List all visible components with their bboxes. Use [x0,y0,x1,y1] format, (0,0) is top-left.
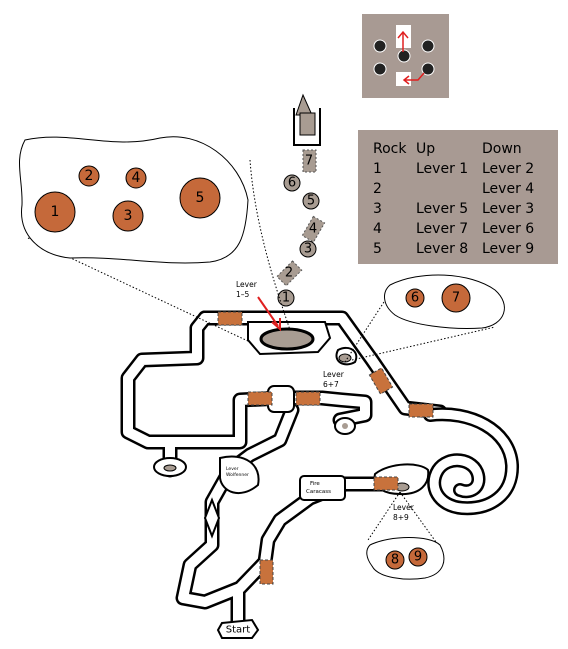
table-cell: Lever 5 [416,201,468,217]
door [295,391,321,406]
door [217,311,243,326]
rooms [153,321,430,639]
path-rock-label: 5 [307,194,315,209]
lever-label: Lever [236,280,258,289]
lever-label: 6+7 [323,380,339,389]
fire-room [299,475,346,501]
tower-icon [293,93,321,146]
fire-label: Caracass [306,489,331,495]
table-cell: Lever 4 [482,181,534,197]
lever-table: Rock Up Down 1 Lever 1 Lever 2 2 Lever 4… [358,130,558,264]
table-cell: Lever 7 [416,221,468,237]
path-rock-label: 6 [288,176,296,191]
lever-label: 1–5 [236,290,250,299]
table-cell: Lever 3 [482,201,534,217]
rock-cave-1-5: 1 2 3 4 5 [19,136,249,264]
table-cell: 2 [373,181,382,197]
rock-cave-6-7: 6 7 [384,274,505,329]
door [259,559,274,585]
rock-label: 5 [196,190,205,206]
path-rock-label: 1 [282,291,290,306]
rock-label: 4 [132,170,141,186]
rock-label: 1 [51,204,60,220]
map-labels: Lever 1–5 Lever 6+7 Lever 8+9 Lever Wolf… [226,280,415,636]
door [368,367,394,395]
callout-lines [27,159,496,543]
table-header-down: Down [482,141,522,157]
table-header-rock: Rock [373,141,407,157]
door [373,476,399,491]
path-rock-label: 2 [285,266,293,281]
diamond-passage [203,497,221,539]
start-label: Start [226,625,251,636]
table-cell: Lever 6 [482,221,534,237]
rock-label: 6 [411,291,419,306]
lever-label: Lever [393,503,415,512]
table-cell: 3 [373,201,382,217]
table-cell: 5 [373,241,382,257]
rock-label: 7 [452,291,460,306]
table-cell: 1 [373,161,382,177]
table-cell: Lever 2 [482,161,534,177]
path-rock-label: 4 [309,222,317,237]
table-cell: Lever 9 [482,241,534,257]
wolf-room [219,455,260,495]
door [408,403,434,418]
rock-path: 7 6 5 4 3 2 1 [276,149,326,307]
lever-plate [259,327,315,351]
lever-label: 8+9 [393,513,409,522]
rock-label: 8 [391,553,399,568]
wolf-label: Lever [226,466,239,472]
door [247,391,273,406]
rock-label: 2 [85,168,94,184]
table-cell: Lever 1 [416,161,468,177]
rock-cave-8-9: 8 9 [366,537,445,580]
spiral-shell [423,407,519,516]
rock-label: 9 [414,550,422,565]
wolf-label: Wolfenner [226,472,249,478]
puzzle-diagram [362,14,449,98]
table-header-up: Up [416,141,435,157]
lever-label: Lever [323,370,345,379]
path-rock-label: 7 [305,154,313,169]
start-plate [216,618,260,639]
path-rock-label: 3 [304,242,312,257]
red-arrow-icon [257,296,281,332]
table-cell: Lever 8 [416,241,468,257]
fire-label: Fire [310,481,320,487]
doors [217,311,434,585]
rock-label: 3 [124,208,133,224]
table-cell: 4 [373,221,382,237]
